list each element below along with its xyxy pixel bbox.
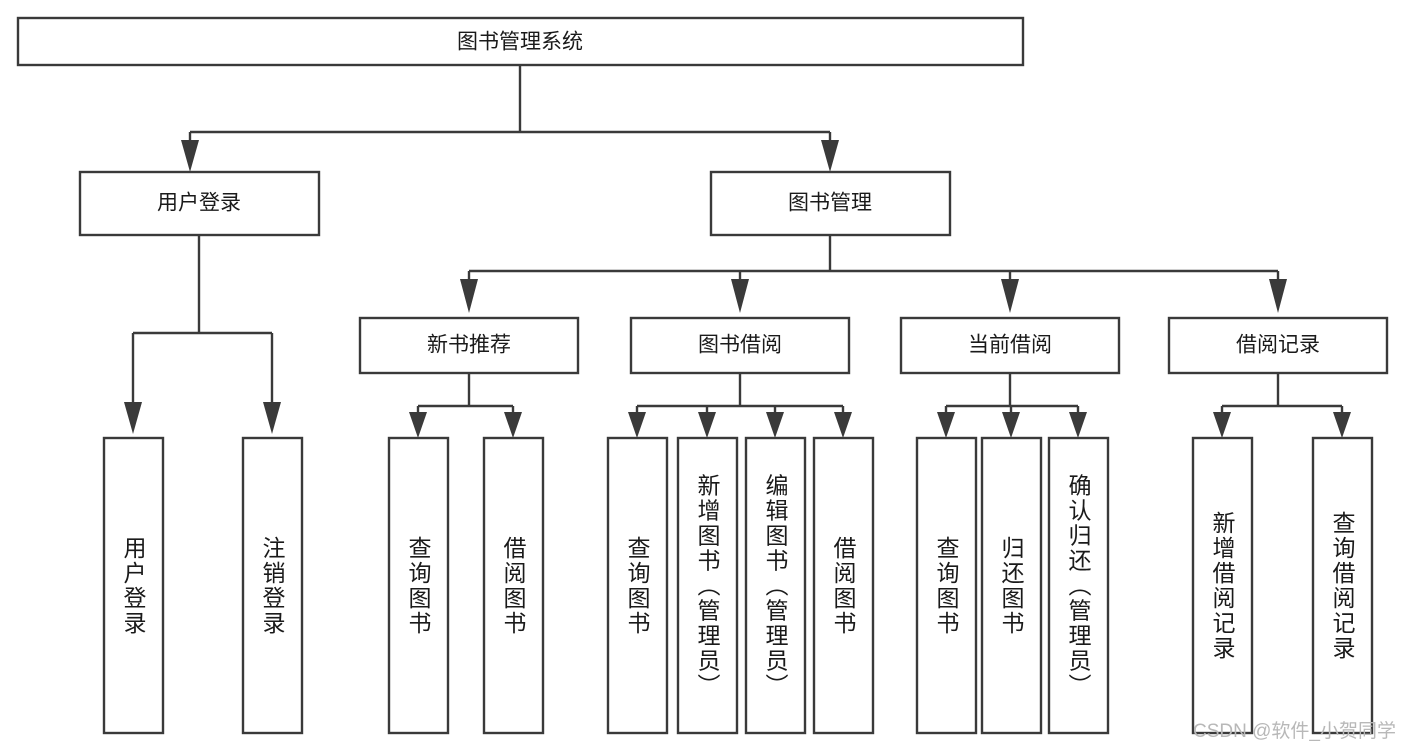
arrow-head-new-book-recommend (460, 279, 478, 313)
arrow-head-leaf-add-record (1213, 412, 1231, 438)
arrow-head-leaf-query-record (1333, 412, 1351, 438)
leaf-confirm-return-label: 确认归还（管理员） (1065, 474, 1092, 699)
node-user-login[interactable]: 用户登录 (78, 170, 321, 237)
node-current-borrow[interactable]: 当前借阅 (899, 316, 1121, 375)
leaf-edit-book-label: 编辑图书（管理员） (762, 474, 789, 699)
leaf-edit-book[interactable]: 编辑图书（管理员） (744, 436, 807, 735)
arrow-head-leaf-user-login (124, 402, 142, 434)
leaf-borrow-book-2[interactable]: 借阅图书 (812, 436, 875, 735)
leaf-edit-book-box[interactable] (744, 436, 807, 735)
leaf-query-book-1-label: 查询图书 (405, 536, 432, 636)
leaf-query-book-2-box[interactable] (606, 436, 669, 735)
node-borrow-record-box[interactable] (1167, 316, 1389, 375)
leaf-query-book-2[interactable]: 查询图书 (606, 436, 669, 735)
arrow-head-leaf-return-book (1002, 412, 1020, 438)
arrow-head-leaf-query-book-1 (409, 412, 427, 438)
leaf-borrow-book-1-box[interactable] (482, 436, 545, 735)
node-current-borrow-box[interactable] (899, 316, 1121, 375)
edge-layer (124, 65, 1351, 438)
node-new-book-recommend[interactable]: 新书推荐 (358, 316, 580, 375)
leaf-query-book-2-label: 查询图书 (624, 536, 651, 636)
leaf-confirm-return[interactable]: 确认归还（管理员） (1047, 436, 1110, 735)
leaf-user-logout[interactable]: 注销登录 (241, 436, 304, 735)
node-user-login-box[interactable] (78, 170, 321, 237)
arrow-head-leaf-borrow-book-2 (834, 412, 852, 438)
node-current-borrow-label: 当前借阅 (968, 334, 1052, 357)
arrow-head-leaf-user-logout (263, 402, 281, 434)
node-borrow-record[interactable]: 借阅记录 (1167, 316, 1389, 375)
leaf-borrow-book-2-label: 借阅图书 (830, 536, 857, 636)
arrow-head-leaf-add-book (698, 412, 716, 438)
node-book-borrow-box[interactable] (629, 316, 851, 375)
leaf-query-record[interactable]: 查询借阅记录 (1311, 436, 1374, 735)
leaf-borrow-book-2-box[interactable] (812, 436, 875, 735)
node-book-management-label: 图书管理 (788, 192, 872, 215)
leaf-add-record[interactable]: 新增借阅记录 (1191, 436, 1254, 735)
node-book-borrow-label: 图书借阅 (698, 334, 782, 357)
arrow-head-user-login (181, 140, 199, 172)
leaf-add-book-label: 新增图书（管理员） (694, 474, 721, 699)
arrow-head-book-borrow (731, 279, 749, 313)
node-borrow-record-label: 借阅记录 (1236, 334, 1320, 357)
node-book-management-box[interactable] (709, 170, 952, 237)
leaf-query-book-1[interactable]: 查询图书 (387, 436, 450, 735)
node-user-login-label: 用户登录 (157, 192, 241, 215)
leaf-add-book-box[interactable] (676, 436, 739, 735)
leaf-query-record-label: 查询借阅记录 (1329, 511, 1356, 661)
leaf-query-book-3[interactable]: 查询图书 (915, 436, 978, 735)
node-book-management[interactable]: 图书管理 (709, 170, 952, 237)
arrow-head-leaf-confirm-return (1069, 412, 1087, 438)
node-book-borrow[interactable]: 图书借阅 (629, 316, 851, 375)
node-root[interactable]: 图书管理系统 (16, 16, 1025, 67)
node-root-label: 图书管理系统 (457, 31, 583, 54)
arrow-head-leaf-edit-book (766, 412, 784, 438)
arrow-head-current-borrow (1001, 279, 1019, 313)
leaf-user-logout-label: 注销登录 (259, 536, 286, 636)
leaf-user-login-label: 用户登录 (120, 536, 147, 636)
watermark-text: CSDN @软件_小贺同学 (1193, 720, 1396, 742)
arrow-head-leaf-query-book-2 (628, 412, 646, 438)
arrow-head-borrow-record (1269, 279, 1287, 313)
leaf-user-login-box[interactable] (102, 436, 165, 735)
leaf-add-record-box[interactable] (1191, 436, 1254, 735)
leaf-borrow-book-1[interactable]: 借阅图书 (482, 436, 545, 735)
leaf-return-book-box[interactable] (980, 436, 1043, 735)
leaf-add-book[interactable]: 新增图书（管理员） (676, 436, 739, 735)
arrow-head-leaf-query-book-3 (937, 412, 955, 438)
leaf-confirm-return-box[interactable] (1047, 436, 1110, 735)
leaf-return-book[interactable]: 归还图书 (980, 436, 1043, 735)
node-root-box[interactable] (16, 16, 1025, 67)
node-new-book-recommend-box[interactable] (358, 316, 580, 375)
leaf-query-book-3-label: 查询图书 (933, 536, 960, 636)
arrow-head-book-management (821, 140, 839, 172)
leaf-query-book-1-box[interactable] (387, 436, 450, 735)
leaf-query-book-3-box[interactable] (915, 436, 978, 735)
leaf-query-record-box[interactable] (1311, 436, 1374, 735)
arrow-head-leaf-borrow-book-1 (504, 412, 522, 438)
leaf-add-record-label: 新增借阅记录 (1209, 511, 1236, 661)
leaf-user-login[interactable]: 用户登录 (102, 436, 165, 735)
leaf-borrow-book-1-label: 借阅图书 (500, 536, 527, 636)
leaf-return-book-label: 归还图书 (998, 536, 1025, 636)
leaf-user-logout-box[interactable] (241, 436, 304, 735)
node-new-book-recommend-label: 新书推荐 (427, 334, 511, 357)
